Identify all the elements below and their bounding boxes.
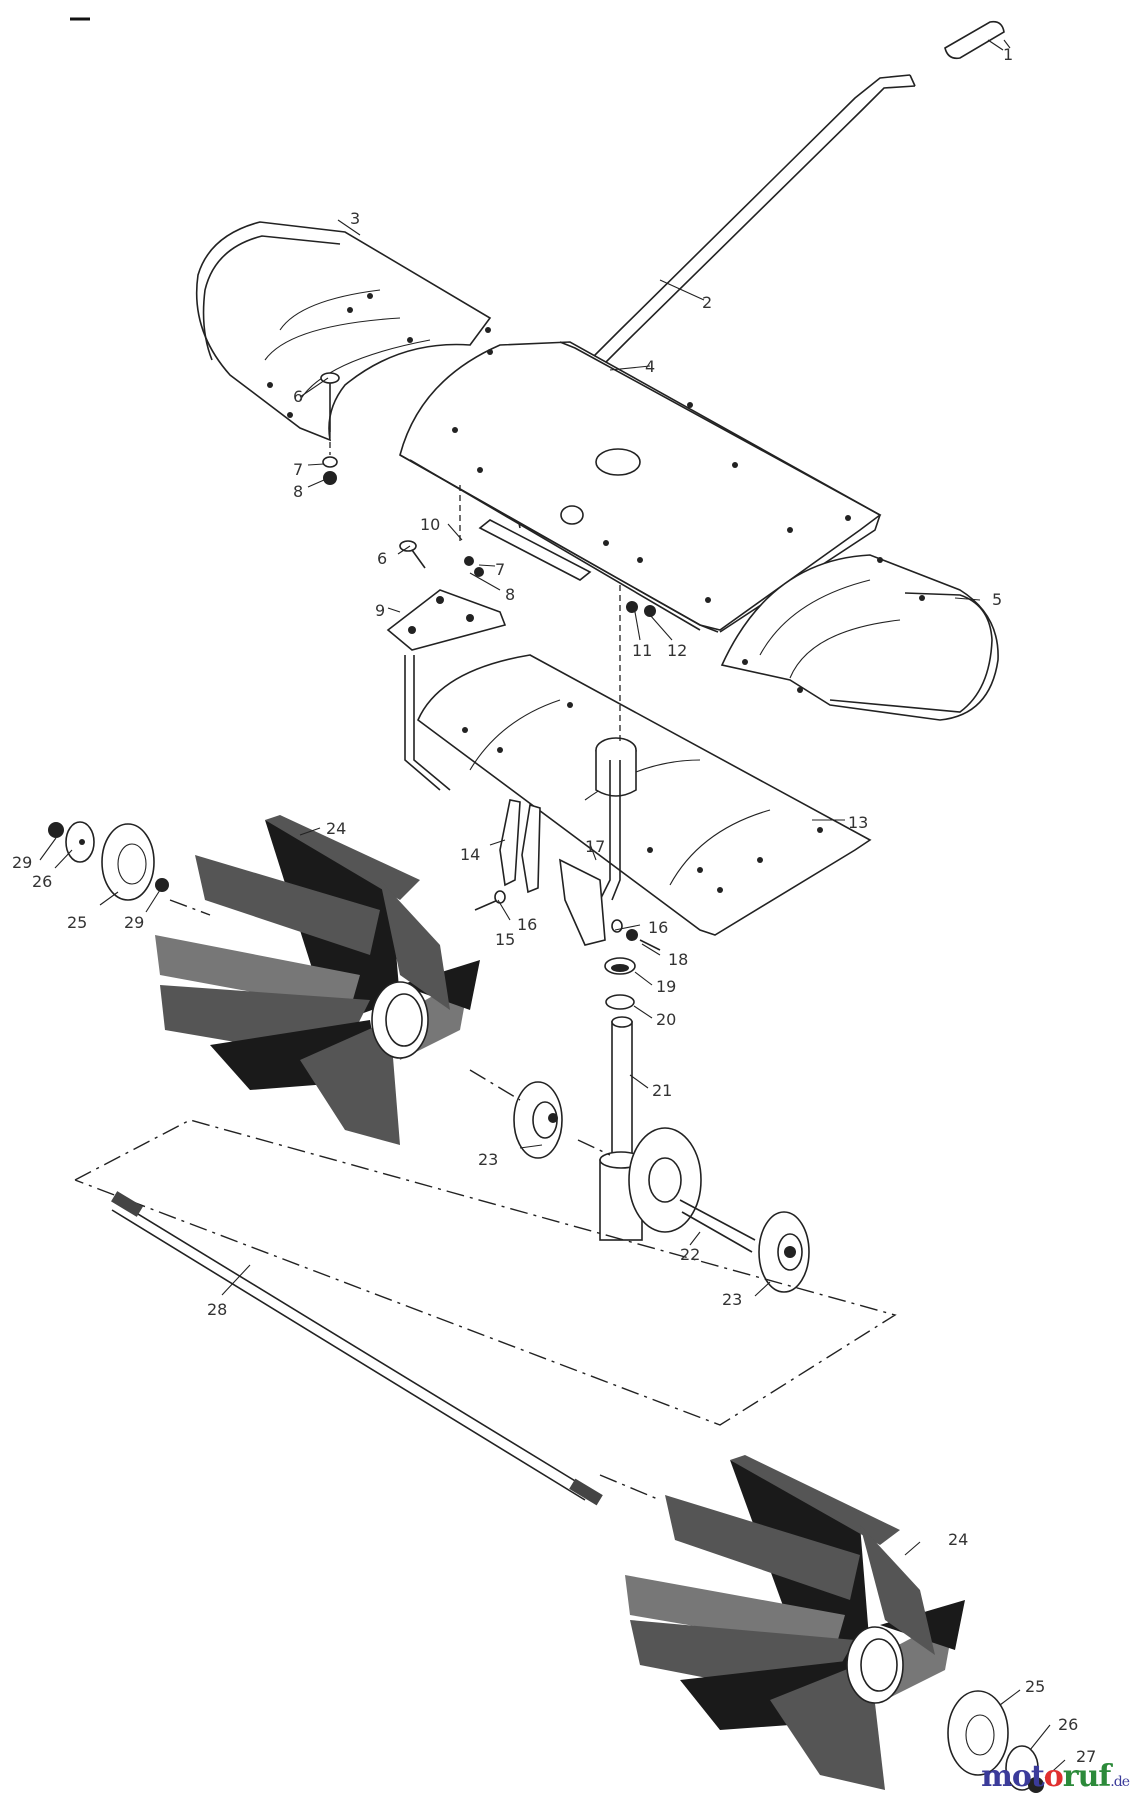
- callout-6-center: 6: [377, 549, 387, 568]
- callout-1: 1: [1003, 45, 1013, 64]
- part-22-key: [679, 1199, 756, 1253]
- callout-23-right: 23: [722, 1290, 742, 1309]
- callout-26-upper: 26: [32, 872, 52, 891]
- callout-15: 15: [495, 930, 515, 949]
- callout-21: 21: [652, 1081, 672, 1100]
- fastener-group-15-16-18: [474, 890, 661, 951]
- callout-7-center: 7: [495, 560, 505, 579]
- callout-6-left: 6: [293, 387, 303, 406]
- part-3-left-shield: [195, 221, 492, 442]
- callout-14: 14: [460, 845, 480, 864]
- fastener-stack-left: [320, 372, 340, 485]
- watermark-part1: mot: [981, 1759, 1045, 1794]
- callout-28: 28: [207, 1300, 227, 1319]
- callout-17: 17: [585, 837, 605, 856]
- callout-22: 22: [680, 1245, 700, 1264]
- callout-26-lower: 26: [1058, 1715, 1078, 1734]
- part-1-handle-grip: [944, 20, 1011, 60]
- part-25-26-29-end-caps-upper: [48, 821, 169, 901]
- callout-16-right: 16: [648, 918, 668, 937]
- part-23-hub-left: [513, 1081, 563, 1159]
- part-5-right-shield: [720, 554, 999, 721]
- callout-25-upper: 25: [67, 913, 87, 932]
- watermark-part3: ruf: [1062, 1759, 1112, 1794]
- part-24-brush-lower: [625, 1455, 965, 1790]
- part-28-axle: [111, 1191, 603, 1506]
- callout-labels: 1 2 3 4 5 6 6 7 7 8 8 9 10 11 12 13 14 1…: [12, 45, 1096, 1766]
- watermark-logo: motoruf.de: [981, 1759, 1130, 1794]
- part-9-bracket: [386, 589, 507, 791]
- leader-lines: [39, 39, 1066, 1779]
- part-13-lower-housing: [417, 654, 872, 936]
- callout-9: 9: [375, 601, 385, 620]
- callout-12: 12: [667, 641, 687, 660]
- part-19-20-21-gear-column: [599, 957, 702, 1241]
- callout-29-right: 29: [124, 913, 144, 932]
- callout-29-left: 29: [12, 853, 32, 872]
- callout-20: 20: [656, 1010, 676, 1029]
- part-14-17-arms: [499, 799, 606, 946]
- watermark-suffix: .de: [1110, 1774, 1130, 1790]
- callout-3: 3: [350, 209, 360, 228]
- part-25-26-27-end-caps-lower: [947, 1690, 1044, 1793]
- part-24-brush-upper: [155, 815, 480, 1145]
- callout-23-left: 23: [478, 1150, 498, 1169]
- callout-24-lower: 24: [948, 1530, 968, 1549]
- callout-18: 18: [668, 950, 688, 969]
- part-23-hub-right: [758, 1211, 810, 1293]
- callout-10: 10: [420, 515, 440, 534]
- callout-11: 11: [632, 641, 652, 660]
- callout-25-lower: 25: [1025, 1677, 1045, 1696]
- callout-8-left: 8: [293, 482, 303, 501]
- callout-19: 19: [656, 977, 676, 996]
- fastener-stack-center: [399, 485, 656, 617]
- pivot-shaft: [599, 585, 621, 901]
- callout-8-center: 8: [505, 585, 515, 604]
- callout-4: 4: [645, 357, 655, 376]
- callout-7-left: 7: [293, 460, 303, 479]
- callout-13: 13: [848, 813, 868, 832]
- assembly-axis-lines: [74, 899, 897, 1501]
- callout-27: 27: [1076, 1747, 1096, 1766]
- callout-24-upper: 24: [326, 819, 346, 838]
- callout-5: 5: [992, 590, 1002, 609]
- callout-16-left: 16: [517, 915, 537, 934]
- watermark-part2: o: [1043, 1759, 1064, 1794]
- callout-2: 2: [702, 293, 712, 312]
